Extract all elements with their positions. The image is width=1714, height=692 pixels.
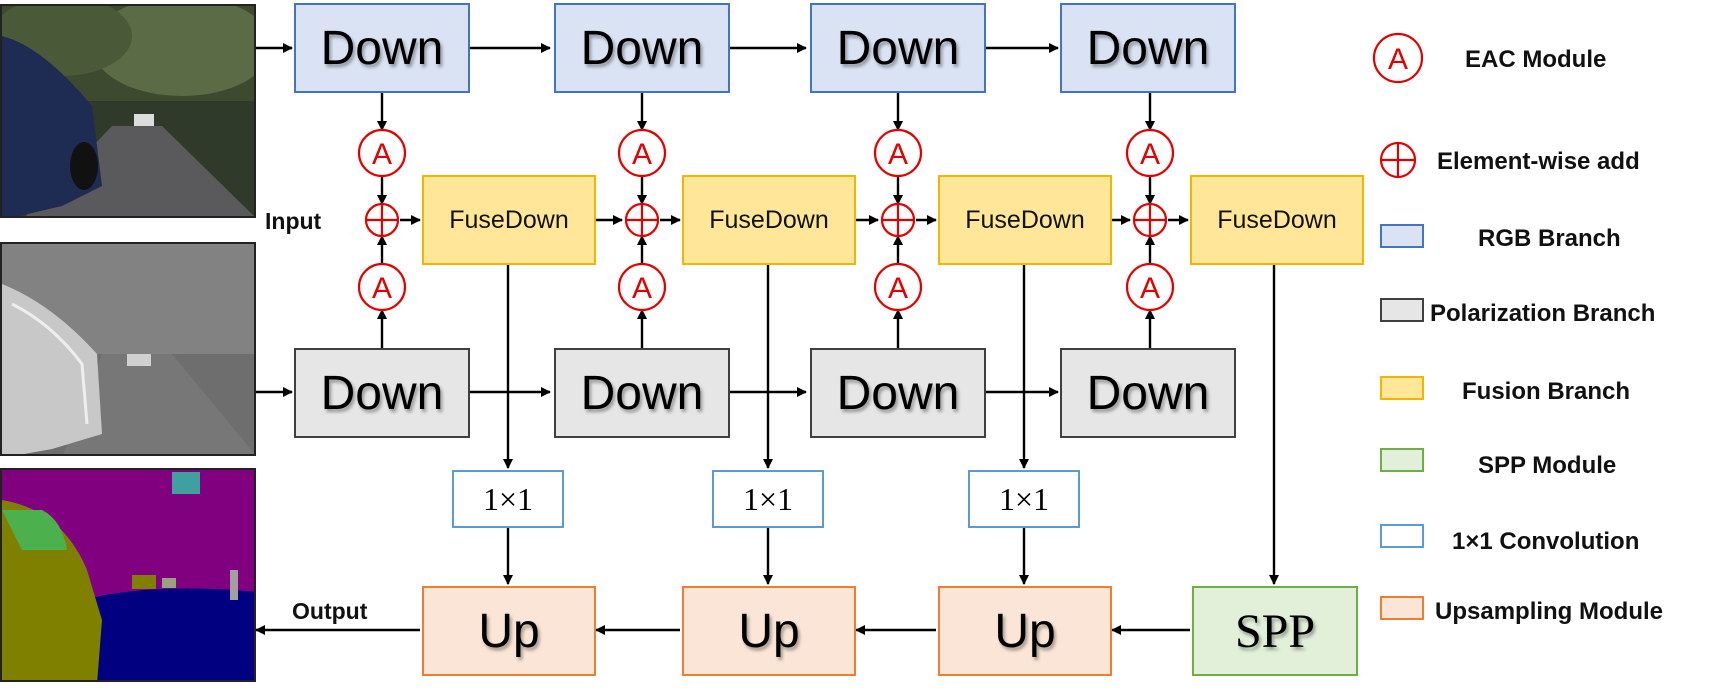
rgb-down-block-3: Down [810, 3, 986, 93]
polarization-down-block-3: Down [810, 348, 986, 438]
spp-block: SPP [1192, 586, 1358, 676]
polarization-down-block-4: Down [1060, 348, 1236, 438]
legend-upsampling-swatch [1380, 596, 1424, 620]
upsampling-block-2: Up [682, 586, 856, 676]
fusedown-block-4: FuseDown [1190, 175, 1364, 265]
conv1x1-block-2: 1×1 [712, 470, 824, 528]
eac-symbol: A [1140, 138, 1160, 171]
upsampling-block-1: Up [422, 586, 596, 676]
polarization-down-block-1: Down [294, 348, 470, 438]
eac-symbol: A [888, 138, 908, 171]
legend-eac-label: EAC Module [1465, 46, 1607, 73]
conv1x1-block-1: 1×1 [452, 470, 564, 528]
eac-symbol: A [372, 138, 392, 171]
eac-symbol: A [1140, 272, 1160, 305]
legend-fusion-swatch [1380, 376, 1424, 400]
legend-spp-swatch [1380, 448, 1424, 472]
fusedown-block-2: FuseDown [682, 175, 856, 265]
eac-symbol: A [372, 272, 392, 305]
output-label: Output [292, 598, 368, 624]
legend-rgb-swatch [1380, 224, 1424, 248]
legend-polarization-label: Polarization Branch [1430, 300, 1656, 327]
input-polarization-image [0, 242, 256, 456]
input-label: Input [265, 208, 322, 234]
legend-upsampling-label: Upsampling Module [1435, 598, 1663, 625]
eac-symbol: A [632, 272, 652, 305]
polarization-down-block-2: Down [554, 348, 730, 438]
legend-rgb-label: RGB Branch [1478, 225, 1621, 252]
legend-conv-swatch [1380, 524, 1424, 548]
conv1x1-block-3: 1×1 [968, 470, 1080, 528]
legend-fusion-label: Fusion Branch [1462, 378, 1631, 405]
rgb-down-block-1: Down [294, 3, 470, 93]
legend-add-label: Element-wise add [1437, 148, 1640, 175]
rgb-down-block-2: Down [554, 3, 730, 93]
legend-polarization-swatch [1380, 298, 1424, 322]
legend-spp-label: SPP Module [1478, 452, 1617, 479]
fusedown-block-3: FuseDown [938, 175, 1112, 265]
input-rgb-image [0, 4, 256, 218]
eac-symbol: A [888, 272, 908, 305]
rgb-down-block-4: Down [1060, 3, 1236, 93]
upsampling-block-3: Up [938, 586, 1112, 676]
output-segmentation-image [0, 468, 256, 682]
fusedown-block-1: FuseDown [422, 175, 596, 265]
legend-conv-label: 1×1 Convolution [1452, 528, 1640, 555]
eac-symbol: A [632, 138, 652, 171]
legend-eac-symbol: A [1388, 43, 1408, 76]
